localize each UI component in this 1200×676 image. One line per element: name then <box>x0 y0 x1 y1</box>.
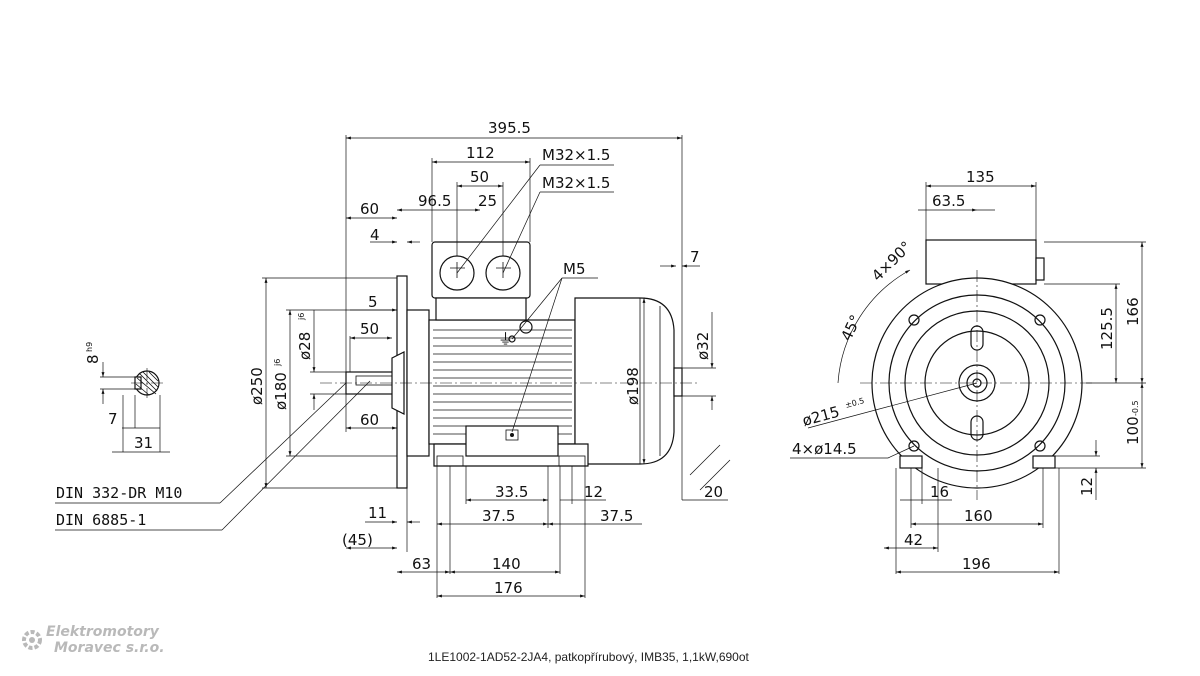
foot-37b-label: 37.5 <box>600 507 633 525</box>
ev-foot-196-label: 196 <box>962 555 991 573</box>
key-height-label: 8 <box>84 354 102 364</box>
ev-shaft-height-tol: -0.5 <box>1131 400 1140 416</box>
foot-20-label: 20 <box>704 483 723 501</box>
angle-45-label: 45° <box>837 312 865 344</box>
shaft-dia-label: ø28 <box>296 332 314 360</box>
shaft-63-label: 63 <box>412 555 431 573</box>
shaft-section-view: 8 h9 7 31 <box>84 342 170 453</box>
pcd-tol: ±0.5 <box>844 396 865 410</box>
pcd-label: ø215 <box>800 403 841 430</box>
flange-outer-label: ø250 <box>248 367 266 405</box>
ev-shaft-height-label: 100 <box>1124 416 1142 445</box>
fan-hub-dia-label: ø32 <box>694 332 712 360</box>
overall-length-label: 395.5 <box>488 119 531 137</box>
shaft-height-label: 31 <box>134 434 153 452</box>
gear-icon <box>22 630 42 650</box>
tb-offset-small-label: 25 <box>478 192 497 210</box>
ev-foot-160-label: 160 <box>964 507 993 525</box>
shaft-45-label: (45) <box>342 531 373 549</box>
gland-2-label: M32×1.5 <box>542 174 610 192</box>
tb-offset-label: 96.5 <box>418 192 451 210</box>
cooling-fins <box>433 329 572 435</box>
spigot-label: 5 <box>368 293 378 311</box>
foot-12-label: 12 <box>584 483 603 501</box>
foot-37a-label: 37.5 <box>482 507 515 525</box>
ev-height-tb-label: 125.5 <box>1098 307 1116 350</box>
std-din-332-label: DIN 332-DR M10 <box>56 484 182 502</box>
ev-foot-42-label: 42 <box>904 531 923 549</box>
tb-width-label: 112 <box>466 144 495 162</box>
std-din-6885-label: DIN 6885-1 <box>56 511 146 529</box>
foot-33-label: 33.5 <box>495 483 528 501</box>
key-start-label: 60 <box>360 411 379 429</box>
holes-label: 4×ø14.5 <box>792 440 857 458</box>
gland-1-label: M32×1.5 <box>542 146 610 164</box>
company-logo: Elektromotory Moravec s.r.o. <box>20 624 220 660</box>
ev-foot-thickness-label: 12 <box>1078 477 1096 496</box>
body-dia-label: ø198 <box>624 367 642 405</box>
shaft-tol: j6 <box>297 313 306 321</box>
ev-tb-width-label: 135 <box>966 168 995 186</box>
flange-to-tb-label: 60 <box>360 200 379 218</box>
gland-spacing-label: 50 <box>470 168 489 186</box>
key-height-tol: h9 <box>85 342 94 352</box>
ev-foot-16-label: 16 <box>930 483 949 501</box>
side-view: ⏚ 395.5 112 50 96.5 25 60 4 M32×1.5 M32×… <box>55 119 731 598</box>
bolt-angle-label: 4×90° <box>868 238 915 285</box>
foot-176-label: 176 <box>494 579 523 597</box>
key-depth-label: 7 <box>108 410 118 428</box>
svg-text:⏚: ⏚ <box>498 330 513 348</box>
foot-140-label: 140 <box>492 555 521 573</box>
key-length-label: 50 <box>360 320 379 338</box>
flange-thickness-label: 4 <box>370 226 380 244</box>
gap-right-label: 7 <box>690 248 700 266</box>
foot-11-label: 11 <box>368 504 387 522</box>
drawing-caption: 1LE1002-1AD52-2JA4, patkopřírubový, IMB3… <box>428 650 749 664</box>
earth-thread-label: M5 <box>563 260 586 278</box>
end-view: 135 63.5 4×90° 45° ø215 ±0.5 4×ø14.5 125… <box>790 168 1146 574</box>
flange-spigot-label: ø180 <box>272 372 290 410</box>
flange-spigot-tol: j6 <box>273 359 282 367</box>
ev-height-total-label: 166 <box>1124 297 1142 326</box>
ev-tb-offset-label: 63.5 <box>932 192 965 210</box>
logo-line-1: Elektromotory <box>46 624 159 640</box>
logo-line-2: Moravec s.r.o. <box>54 640 165 656</box>
